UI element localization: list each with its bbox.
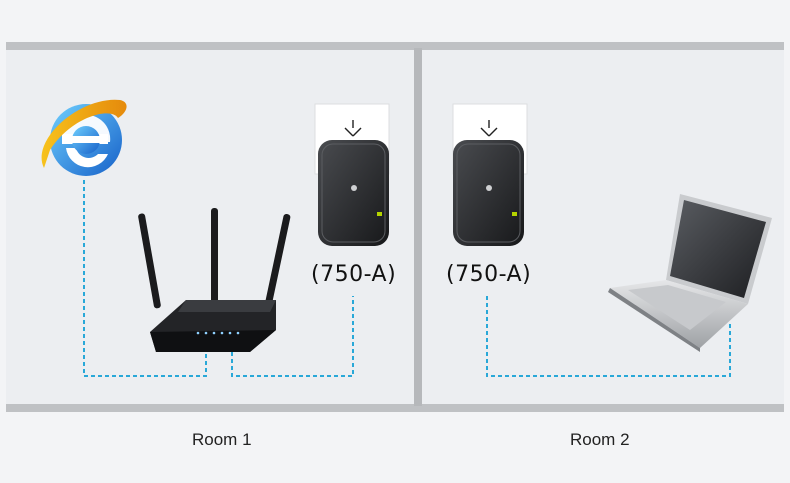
logitech-logo [351,185,357,191]
connection-line-browser-router [83,180,207,377]
laptop-icon [608,194,772,352]
powerline-adapter-2 [452,103,528,246]
status-led [377,212,382,216]
internet-explorer-icon [41,99,127,176]
dividing-wall [414,48,422,406]
status-led [512,212,517,216]
adapter-2-model-label: (750-A) [446,262,532,287]
adapter-1-model-label: (750-A) [311,262,397,287]
house-interior [6,42,784,408]
room-2-label: Room 2 [570,430,630,449]
room-1-label: Room 1 [192,430,252,449]
logitech-logo [486,185,492,191]
wifi-router-icon [138,208,291,352]
ceiling-wall [6,42,784,50]
powerline-adapter-1 [314,103,390,246]
plug-arrow-icon [344,120,362,137]
plug-arrow-icon [480,120,498,137]
connection-lines [83,180,731,377]
connection-line-router-adapter [231,296,354,377]
floor-wall [6,404,784,412]
